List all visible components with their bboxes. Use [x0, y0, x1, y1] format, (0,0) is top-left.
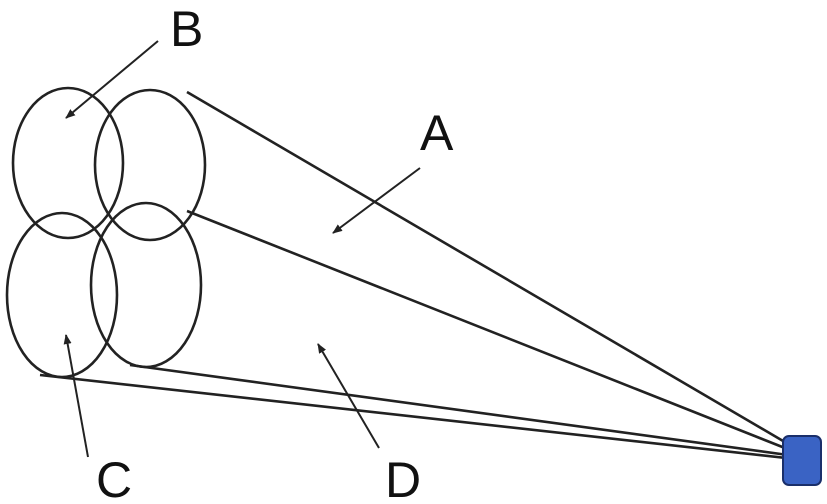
footprint-ellipse-bottom-right: [89, 201, 203, 369]
annotation-arrows: [63, 40, 421, 458]
beam-line-top: [186, 90, 796, 450]
beam-line-bottom: [39, 373, 796, 461]
arrow-d: [317, 343, 380, 449]
label-b: B: [170, 1, 203, 57]
footprint-ellipse-bottom-left: [5, 211, 119, 379]
arrow-a: [332, 167, 421, 234]
beam-line-lower-middle: [129, 363, 796, 458]
beam-footprints: [5, 86, 207, 379]
label-d: D: [385, 452, 421, 504]
arrow-b: [65, 40, 159, 119]
beam-line-upper-middle: [186, 209, 796, 454]
source-square: [782, 435, 822, 486]
footprint-ellipse-top-left: [11, 86, 125, 240]
arrow-c: [63, 334, 89, 458]
footprint-ellipse-top-right: [93, 88, 207, 242]
label-c: C: [96, 452, 132, 504]
beam-lines: [39, 90, 796, 461]
label-a: A: [420, 105, 454, 161]
